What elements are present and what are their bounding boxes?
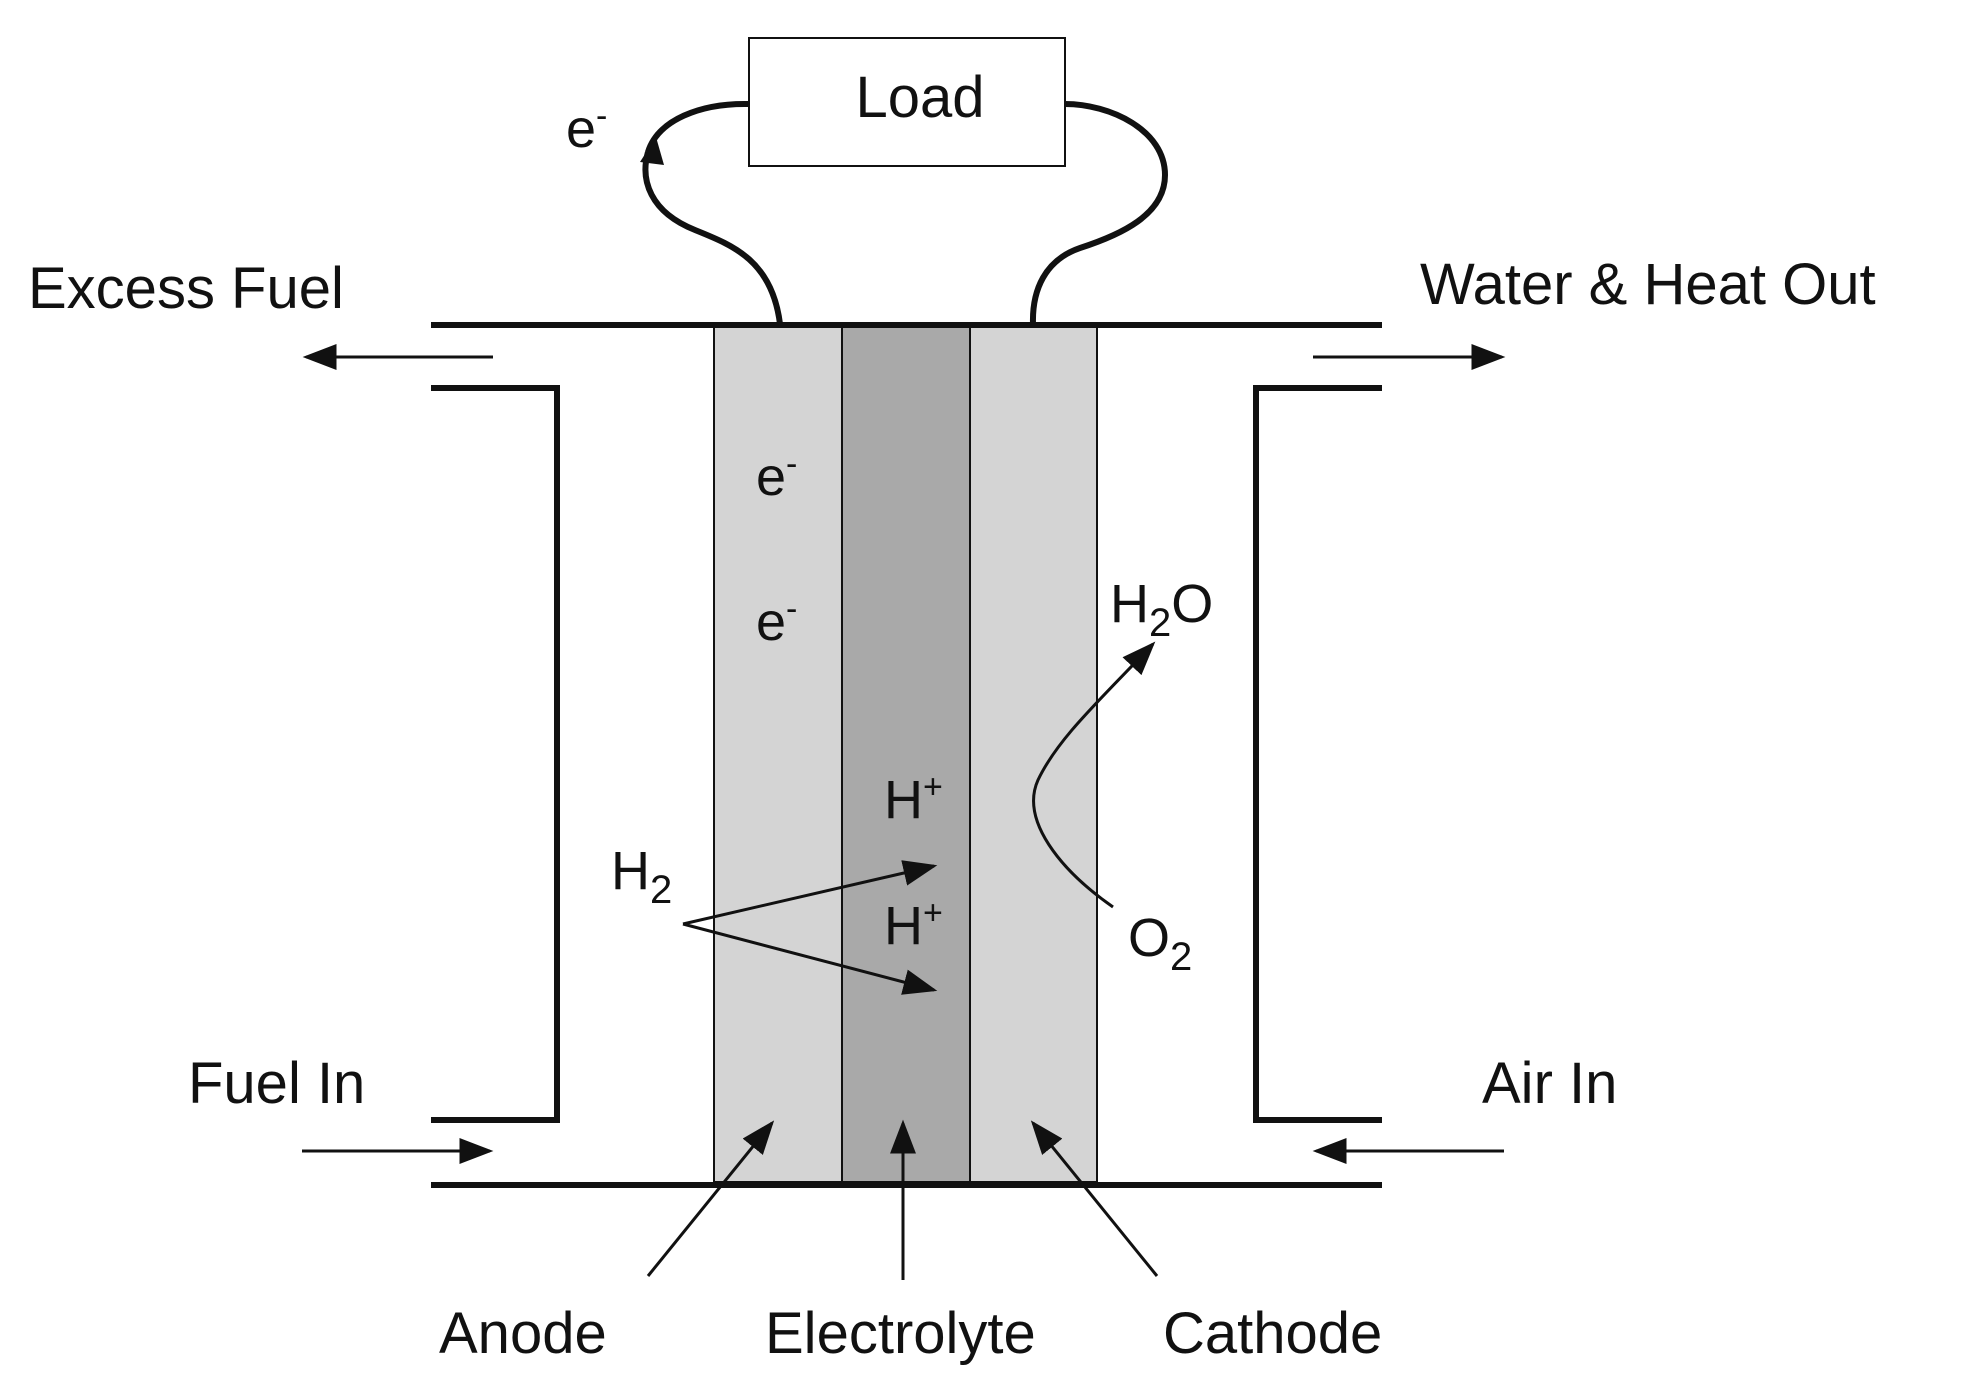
- cathode-layer: [969, 326, 1098, 1183]
- fuel-in-label: Fuel In: [188, 1051, 365, 1116]
- hydrogen-to-proton-arrow-1: [682, 860, 938, 926]
- oxygen-label: O2: [1128, 908, 1192, 979]
- cathode-label: Cathode: [1163, 1301, 1382, 1366]
- cathode-pointer-arrow: [1030, 1120, 1159, 1277]
- air-in-label: Air In: [1482, 1051, 1617, 1116]
- hydrogen-to-proton-arrow-2: [682, 922, 938, 995]
- circuit-wire-left-upper: [645, 100, 750, 154]
- oxygen-to-water-arrow: [1032, 641, 1156, 909]
- electron-flow-arrowhead: [640, 137, 664, 165]
- water-label: H2O: [1110, 574, 1213, 645]
- proton-label-2: H+: [884, 894, 943, 956]
- water-heat-out-label: Water & Heat Out: [1420, 252, 1876, 317]
- electrolyte-layer: [841, 326, 971, 1183]
- circuit-wire-right: [1029, 101, 1169, 325]
- excess-fuel-label: Excess Fuel: [28, 256, 344, 321]
- anode-layer: [713, 326, 843, 1183]
- anode-pointer-arrow: [646, 1120, 775, 1277]
- anode-label: Anode: [439, 1301, 607, 1366]
- electrolyte-label: Electrolyte: [765, 1301, 1036, 1366]
- external-electron-label: e-: [566, 97, 607, 159]
- fuel-channel-wall: [431, 385, 560, 1123]
- hydrogen-label: H2: [611, 841, 672, 912]
- air-channel-wall: [1253, 385, 1382, 1123]
- anode-electron-1: e-: [756, 445, 797, 507]
- load-box: [748, 37, 1066, 167]
- load-label: Load: [855, 65, 984, 130]
- anode-electron-2: e-: [756, 590, 797, 652]
- circuit-wire-left: [642, 151, 783, 325]
- proton-label-1: H+: [884, 768, 943, 830]
